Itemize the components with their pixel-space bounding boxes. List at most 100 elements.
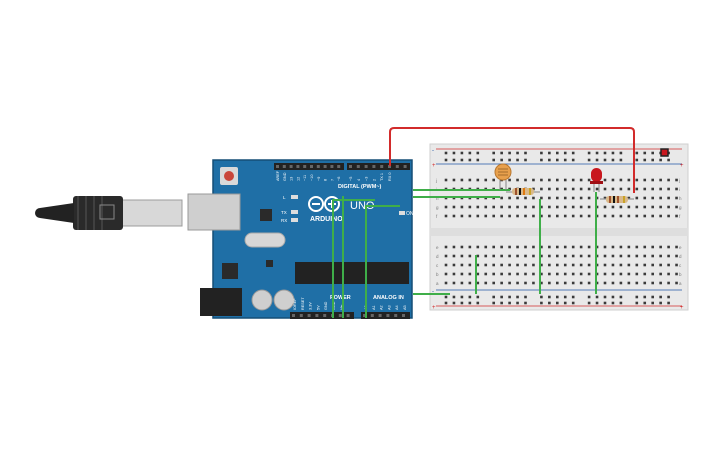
breadboard-hole[interactable] — [500, 245, 503, 249]
breadboard-hole[interactable] — [452, 151, 456, 155]
breadboard-hole[interactable] — [579, 196, 583, 200]
wires[interactable] — [332, 127, 635, 318]
breadboard-hole[interactable] — [516, 254, 519, 258]
breadboard-hole[interactable] — [452, 214, 456, 218]
header-pin[interactable] — [386, 314, 390, 317]
breadboard-hole[interactable] — [643, 301, 647, 305]
header-pin[interactable] — [282, 165, 286, 168]
breadboard-hole[interactable] — [563, 281, 567, 285]
breadboard-hole[interactable] — [516, 272, 519, 276]
breadboard-hole[interactable] — [595, 272, 599, 276]
breadboard-hole[interactable] — [643, 254, 647, 258]
breadboard-hole[interactable] — [476, 281, 480, 285]
breadboard-hole[interactable] — [460, 254, 464, 258]
header-pin[interactable] — [346, 314, 350, 317]
breadboard-hole[interactable] — [492, 178, 495, 182]
breadboard-hole[interactable] — [468, 214, 472, 218]
breadboard-hole[interactable] — [667, 245, 670, 249]
breadboard-hole[interactable] — [635, 272, 639, 276]
breadboard-hole[interactable] — [460, 295, 464, 299]
breadboard-hole[interactable] — [548, 178, 551, 182]
breadboard-hole[interactable] — [651, 205, 654, 209]
breadboard-hole[interactable] — [635, 245, 639, 249]
breadboard-hole[interactable] — [516, 281, 519, 285]
breadboard-hole[interactable] — [556, 263, 559, 267]
breadboard-hole[interactable] — [468, 281, 472, 285]
breadboard-hole[interactable] — [619, 281, 623, 285]
breadboard-hole[interactable] — [460, 178, 464, 182]
breadboard-hole[interactable] — [460, 245, 464, 249]
breadboard-hole[interactable] — [587, 151, 591, 155]
breadboard-hole[interactable] — [492, 151, 495, 155]
breadboard-hole[interactable] — [516, 263, 519, 267]
breadboard-hole[interactable] — [556, 158, 559, 162]
breadboard-hole[interactable] — [500, 158, 503, 162]
breadboard-hole[interactable] — [508, 151, 511, 155]
breadboard-hole[interactable] — [611, 178, 615, 182]
breadboard-hole[interactable] — [659, 196, 662, 200]
breadboard-hole[interactable] — [500, 281, 503, 285]
breadboard-hole[interactable] — [595, 151, 599, 155]
breadboard-hole[interactable] — [651, 158, 654, 162]
breadboard-hole[interactable] — [659, 214, 662, 218]
breadboard-hole[interactable] — [675, 205, 678, 209]
breadboard-hole[interactable] — [468, 158, 472, 162]
breadboard-hole[interactable] — [476, 295, 480, 299]
breadboard-hole[interactable] — [603, 196, 607, 200]
breadboard-hole[interactable] — [667, 214, 670, 218]
breadboard-hole[interactable] — [571, 158, 575, 162]
breadboard-hole[interactable] — [492, 272, 495, 276]
breadboard-hole[interactable] — [524, 214, 527, 218]
breadboard-hole[interactable] — [659, 187, 662, 191]
breadboard-hole[interactable] — [579, 214, 583, 218]
breadboard-hole[interactable] — [627, 178, 631, 182]
header-pin[interactable] — [276, 165, 279, 168]
breadboard-hole[interactable] — [444, 205, 448, 209]
breadboard-hole[interactable] — [468, 295, 472, 299]
breadboard-hole[interactable] — [476, 158, 480, 162]
breadboard-hole[interactable] — [571, 245, 575, 249]
breadboard-hole[interactable] — [619, 245, 623, 249]
breadboard-hole[interactable] — [484, 254, 488, 258]
breadboard-hole[interactable] — [611, 281, 615, 285]
breadboard-hole[interactable] — [484, 205, 488, 209]
breadboard-hole[interactable] — [556, 178, 559, 182]
header-pin[interactable] — [337, 165, 341, 168]
breadboard-hole[interactable] — [444, 272, 448, 276]
breadboard-hole[interactable] — [516, 214, 519, 218]
breadboard-hole[interactable] — [587, 263, 591, 267]
breadboard-hole[interactable] — [675, 272, 678, 276]
breadboard-hole[interactable] — [476, 205, 480, 209]
breadboard-hole[interactable] — [540, 187, 543, 191]
breadboard-hole[interactable] — [524, 205, 527, 209]
breadboard-hole[interactable] — [516, 151, 519, 155]
breadboard-hole[interactable] — [643, 281, 647, 285]
breadboard-hole[interactable] — [556, 272, 559, 276]
breadboard-hole[interactable] — [667, 205, 670, 209]
breadboard-hole[interactable] — [587, 295, 591, 299]
breadboard-holes[interactable] — [440, 151, 678, 305]
breadboard-hole[interactable] — [556, 151, 559, 155]
breadboard-hole[interactable] — [587, 205, 591, 209]
breadboard-hole[interactable] — [611, 151, 615, 155]
breadboard-hole[interactable] — [540, 272, 543, 276]
breadboard-hole[interactable] — [540, 196, 543, 200]
breadboard-hole[interactable] — [556, 301, 559, 305]
breadboard-hole[interactable] — [595, 245, 599, 249]
breadboard-hole[interactable] — [675, 245, 678, 249]
breadboard-hole[interactable] — [548, 205, 551, 209]
breadboard-hole[interactable] — [452, 158, 456, 162]
breadboard-hole[interactable] — [476, 301, 480, 305]
breadboard-hole[interactable] — [579, 178, 583, 182]
breadboard-hole[interactable] — [611, 301, 615, 305]
breadboard-hole[interactable] — [508, 245, 511, 249]
breadboard-hole[interactable] — [667, 187, 670, 191]
breadboard-hole[interactable] — [675, 214, 678, 218]
breadboard-hole[interactable] — [548, 254, 551, 258]
breadboard-hole[interactable] — [540, 254, 543, 258]
breadboard-hole[interactable] — [540, 214, 543, 218]
breadboard-hole[interactable] — [563, 151, 567, 155]
breadboard-hole[interactable] — [532, 196, 535, 200]
breadboard-hole[interactable] — [540, 178, 543, 182]
breadboard-hole[interactable] — [563, 158, 567, 162]
